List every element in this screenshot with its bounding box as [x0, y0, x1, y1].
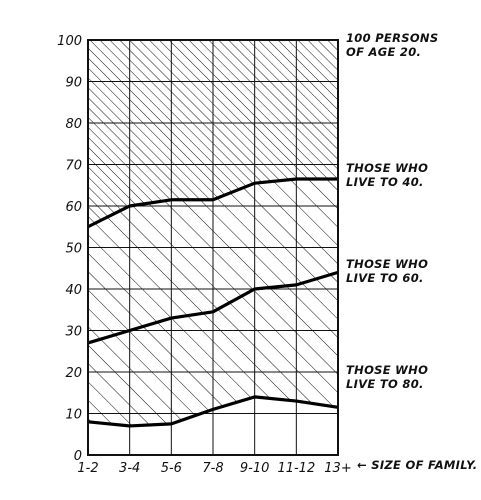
y-tick-label: 40 [65, 283, 82, 298]
annotation-line: LIVE TO 60. [346, 271, 424, 285]
y-tick-label: 70 [65, 159, 82, 174]
line-live-to-80 [87, 395, 339, 428]
y-tick-label: 60 [65, 200, 82, 215]
y-tick-label: 80 [65, 117, 82, 132]
y-tick-label: 30 [65, 325, 82, 340]
y-tick-label: 10 [65, 408, 82, 423]
y-axis-tick-labels: 0 10 20 30 40 50 60 70 80 90 100 [57, 34, 82, 464]
y-tick-label: 0 [74, 449, 82, 464]
x-tick-label: 7-8 [202, 461, 223, 476]
annotation-line: 100 PERSONS [346, 31, 438, 45]
x-tick-label: 11-12 [277, 461, 315, 476]
y-tick-label: 100 [57, 34, 82, 49]
x-tick-label: 9-10 [240, 461, 270, 476]
x-axis-tick-labels: 1-2 3-4 5-6 7-8 9-10 11-12 13+ [77, 461, 351, 476]
line-live-to-40 [87, 177, 338, 229]
annotation-line: THOSE WHO [346, 161, 428, 175]
annotation-line: THOSE WHO [346, 257, 428, 271]
line-live-to-60 [87, 270, 339, 345]
x-tick-label: 13+ [324, 461, 351, 476]
y-tick-label: 20 [65, 366, 82, 381]
x-tick-label: 1-2 [77, 461, 98, 476]
annotation-line: LIVE TO 80. [346, 377, 424, 391]
y-tick-label: 50 [65, 242, 82, 257]
x-tick-label: 5-6 [161, 461, 182, 476]
series-lines [87, 177, 339, 428]
annotation-line: THOSE WHO [346, 363, 428, 377]
annotation-line: OF AGE 20. [346, 45, 421, 59]
y-tick-label: 90 [65, 76, 82, 91]
annotation-line: LIVE TO 40. [346, 175, 424, 189]
x-tick-label: 3-4 [119, 461, 140, 476]
plot-frame [87, 39, 339, 456]
x-axis-note: ← SIZE OF FAMILY. [357, 458, 477, 472]
